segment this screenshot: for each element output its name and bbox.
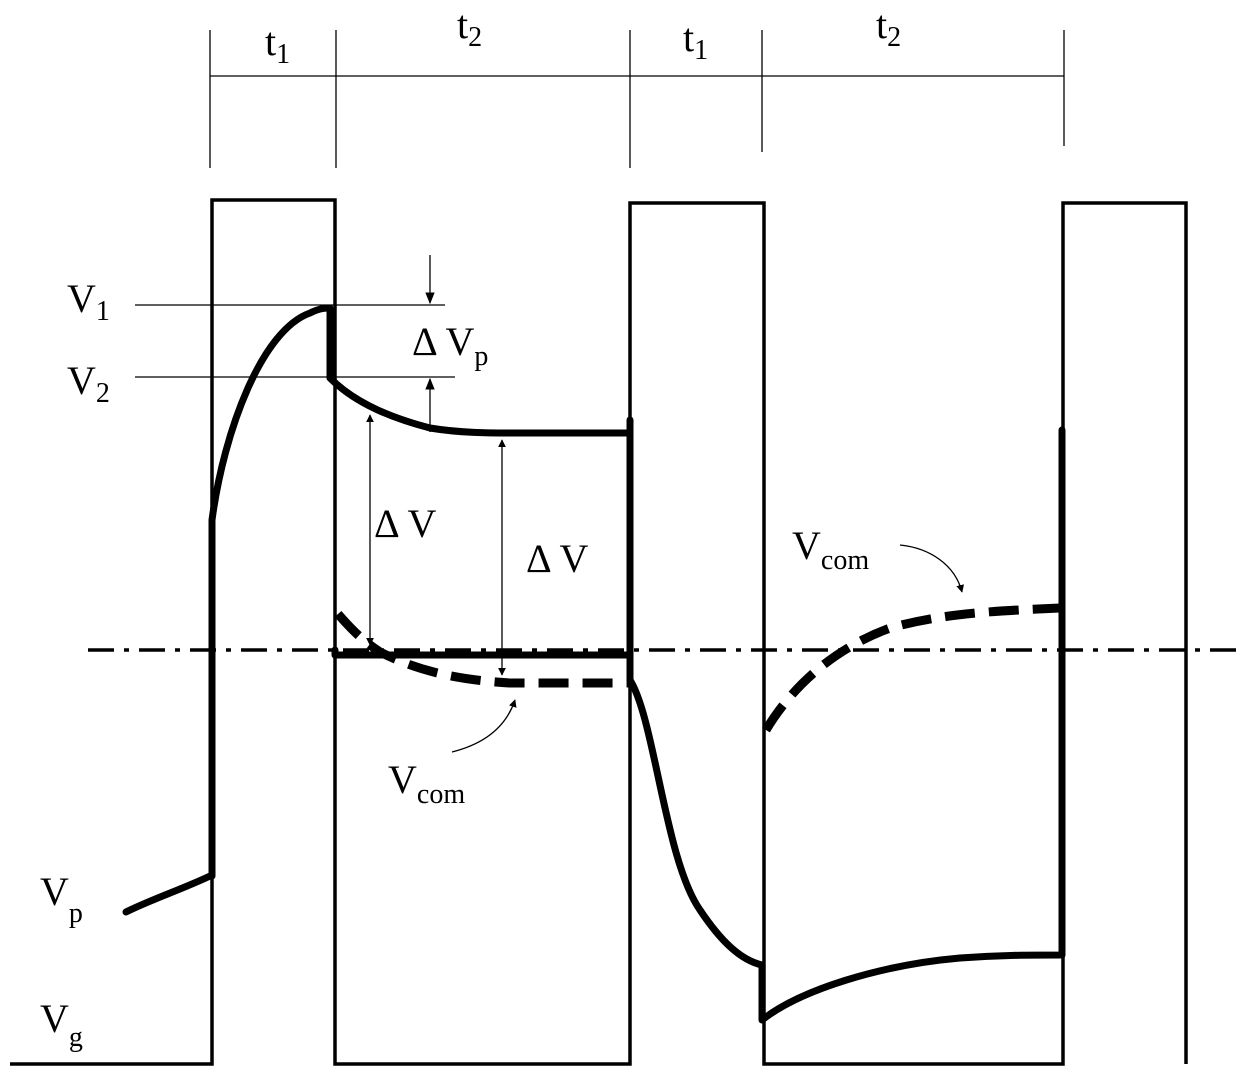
label-delta-v-left: Δ V <box>374 501 437 546</box>
gate-voltage-waveform <box>10 200 1186 1064</box>
timing-label-t1: t1 <box>683 15 708 66</box>
label-vg: Vg <box>40 996 83 1053</box>
label-vcom-upper: Vcom <box>792 523 869 576</box>
vcom-waveform-2 <box>766 608 1060 730</box>
timing-label-t2: t2 <box>457 2 482 53</box>
label-v2: V2 <box>67 358 110 409</box>
timing-label-t1: t1 <box>265 19 290 70</box>
label-delta-vp: Δ Vp <box>412 319 488 372</box>
pixel-voltage-waveform <box>126 308 1062 1020</box>
label-delta-v-right: Δ V <box>526 536 589 581</box>
vcom-pointer-arrow <box>452 700 515 752</box>
timing-header: t1 t2 t1 t2 <box>210 2 1064 168</box>
label-v1: V1 <box>67 276 110 327</box>
label-vcom-lower: Vcom <box>388 757 465 810</box>
vcom-pointer-arrow <box>900 545 962 592</box>
timing-label-t2: t2 <box>876 2 901 53</box>
label-vp: Vp <box>40 869 83 929</box>
